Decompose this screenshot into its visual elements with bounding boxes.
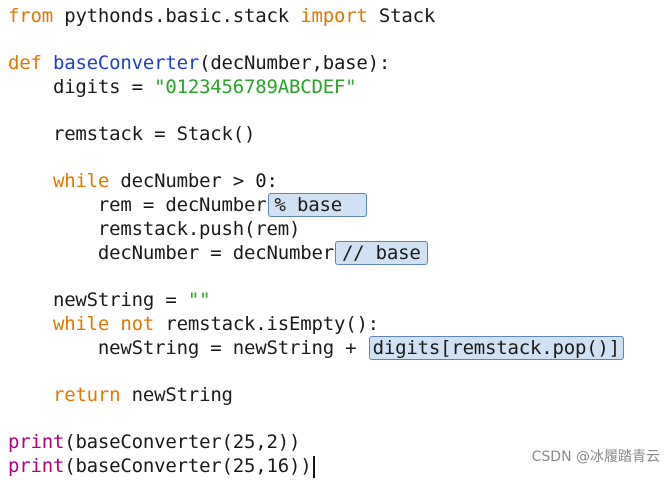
code-line-5: while decNumber > 0: [8,169,278,193]
code-line-9: newString = "" [8,288,211,312]
code-indent [8,384,53,406]
keyword-token: while [52,313,110,335]
code-text: remstack = Stack() [8,123,256,145]
code-line-13: print(baseConverter(25,2)) [8,430,300,454]
code-text: decNumber > 0: [109,170,278,192]
code-text: rem = decNumber [8,194,267,216]
highlighted-token[interactable]: % base [267,193,367,217]
code-text: pythonds.basic.stack [52,5,301,27]
builtin-token: print [8,431,65,453]
keyword-token: return [52,384,121,406]
code-indent [8,170,53,192]
builtin-token: print [8,455,65,477]
string-token: "0123456789ABCDEF" [154,76,357,98]
code-line-4: remstack = Stack() [8,122,256,146]
code-text: remstack.push(rem) [8,218,301,240]
code-text: decNumber = decNumber [8,242,334,264]
code-text: remstack.isEmpty(): [154,313,379,335]
code-line-11: newString = newString + digits[remstack.… [8,336,624,360]
code-line-10: while not remstack.isEmpty(): [8,312,379,336]
function-name-token: baseConverter [52,52,200,74]
code-text: digits = [8,76,155,98]
code-text: newString = [8,289,188,311]
keyword-token: not [120,313,155,335]
code-line-1: from pythonds.basic.stack import Stack [8,4,435,28]
string-token: "" [187,289,211,311]
code-line-14: print(baseConverter(25,16)) [8,454,316,478]
highlighted-token[interactable]: // base [334,241,428,265]
code-indent [8,313,53,335]
highlighted-token[interactable]: digits[remstack.pop()] [368,336,624,360]
code-text: (decNumber,base): [199,52,391,74]
code-line-3: digits = "0123456789ABCDEF" [8,75,357,99]
code-text: newString [120,384,233,406]
code-text: (baseConverter(25,16)) [64,455,312,477]
code-line-7: remstack.push(rem) [8,217,301,241]
code-line-6: rem = decNumber% base [8,193,367,217]
code-line-2: def baseConverter(decNumber,base): [8,51,390,75]
code-line-8: decNumber = decNumber// base [8,241,428,265]
code-text: Stack [367,5,436,27]
code-text [109,313,120,335]
keyword-token: import [300,5,368,27]
code-text: newString = newString + [8,337,368,359]
code-line-12: return newString [8,383,233,407]
keyword-token: while [52,170,110,192]
text-cursor [313,455,316,478]
watermark: CSDN @冰履踏青云 [531,449,660,465]
code-text [42,52,53,74]
keyword-token: def [8,52,42,74]
code-text: (baseConverter(25,2)) [64,431,301,453]
keyword-token: from [8,5,53,27]
